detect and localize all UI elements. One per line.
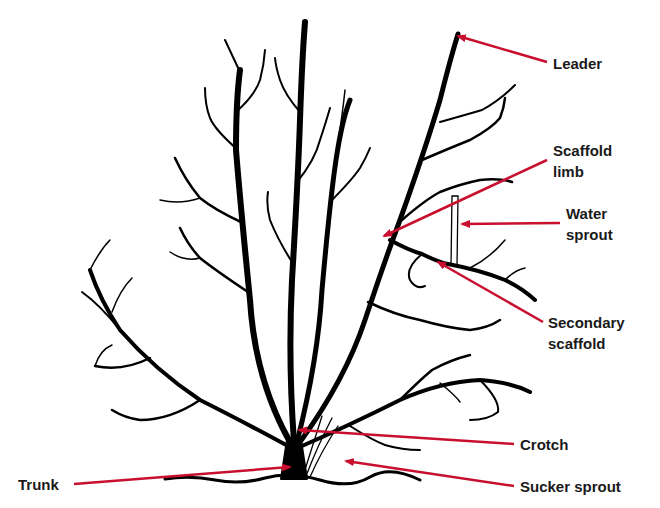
- leader-arrow: [438, 262, 543, 322]
- part-label: Leader: [553, 53, 653, 74]
- part-label: Sucker sprout: [520, 476, 640, 497]
- part-label: Water sprout: [566, 203, 628, 245]
- part-label: Trunk: [18, 474, 78, 495]
- part-label: Secondary scaffold: [548, 312, 648, 354]
- leader-arrow: [346, 461, 514, 486]
- sucker-sprouts: [303, 416, 338, 477]
- leader-arrow: [462, 223, 560, 224]
- tree-branches: [82, 22, 535, 484]
- water-sprout-shoot: [451, 196, 458, 266]
- leader-arrow: [74, 467, 290, 484]
- part-label: Crotch: [520, 434, 620, 455]
- leader-arrow: [458, 36, 547, 62]
- part-label: Scaffold limb: [553, 140, 625, 182]
- leader-arrow: [299, 430, 514, 444]
- leader-arrows: [74, 36, 560, 486]
